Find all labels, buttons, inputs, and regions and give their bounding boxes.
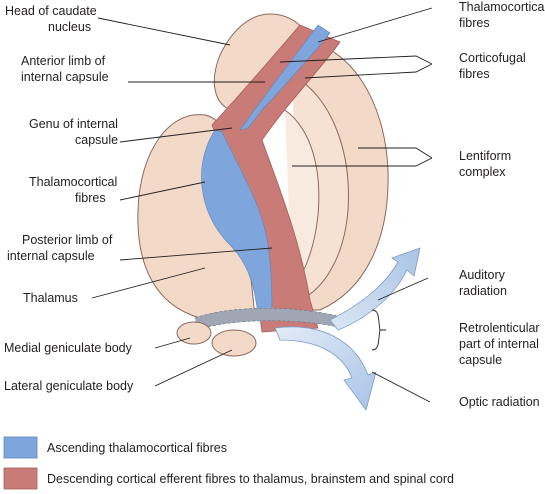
label-thalamocortical-left: Thalamocortical fibres	[29, 175, 121, 205]
leader-optic	[371, 371, 431, 403]
leader-thalamus	[91, 267, 206, 299]
label-genu: Genu of internal capsule	[29, 117, 121, 147]
leader-corticofugal-bracket	[279, 55, 433, 79]
leader-lateral-geniculate	[154, 349, 233, 387]
lateral-geniculate-body-shape	[211, 329, 257, 357]
label-thalamocortical-right: Thalamocortical fibres	[459, 0, 545, 30]
label-retrolenticular: Retrolenticular part of internal capsule	[459, 321, 543, 367]
medial-geniculate-body-shape	[176, 321, 212, 345]
legend-label-ascending: Ascending thalamocortical fibres	[47, 441, 227, 455]
leader-thalamocortical-right	[317, 7, 433, 43]
leader-medial-geniculate	[154, 337, 191, 349]
auditory-radiation-arrow	[329, 247, 421, 331]
leader-genu	[119, 127, 233, 143]
legend-swatch-descending	[3, 467, 38, 490]
leader-auditory	[377, 277, 429, 301]
label-medial-geniculate: Medial geniculate body	[4, 341, 133, 355]
label-corticofugal: Corticofugal fibres	[459, 51, 529, 81]
ascending-fibres	[239, 24, 331, 131]
label-optic: Optic radiation	[459, 395, 540, 409]
label-lateral-geniculate: Lateral geniculate body	[4, 379, 134, 393]
label-auditory: Auditory radiation	[459, 268, 508, 298]
label-posterior-limb: Posterior limb of internal capsule	[7, 233, 116, 263]
legend-swatch-ascending	[3, 436, 38, 459]
label-lentiform: Lentiform complex	[459, 149, 515, 179]
label-thalamus: Thalamus	[23, 291, 78, 305]
optic-radiation-arrow	[274, 326, 377, 411]
leader-head-caudate	[97, 17, 231, 46]
label-anterior-limb: Anterior limb of internal capsule	[21, 54, 109, 84]
leader-retrolenticular-bracket	[371, 309, 386, 351]
label-head-caudate: Head of caudate nucleus	[5, 4, 100, 34]
leader-posterior-limb	[119, 247, 273, 261]
legend: Ascending thalamocortical fibres Descend…	[3, 436, 454, 490]
leader-thalamocortical-left	[119, 181, 206, 201]
legend-label-descending: Descending cortical efferent fibres to t…	[47, 472, 454, 486]
leader-lentiform-bracket	[292, 147, 433, 167]
